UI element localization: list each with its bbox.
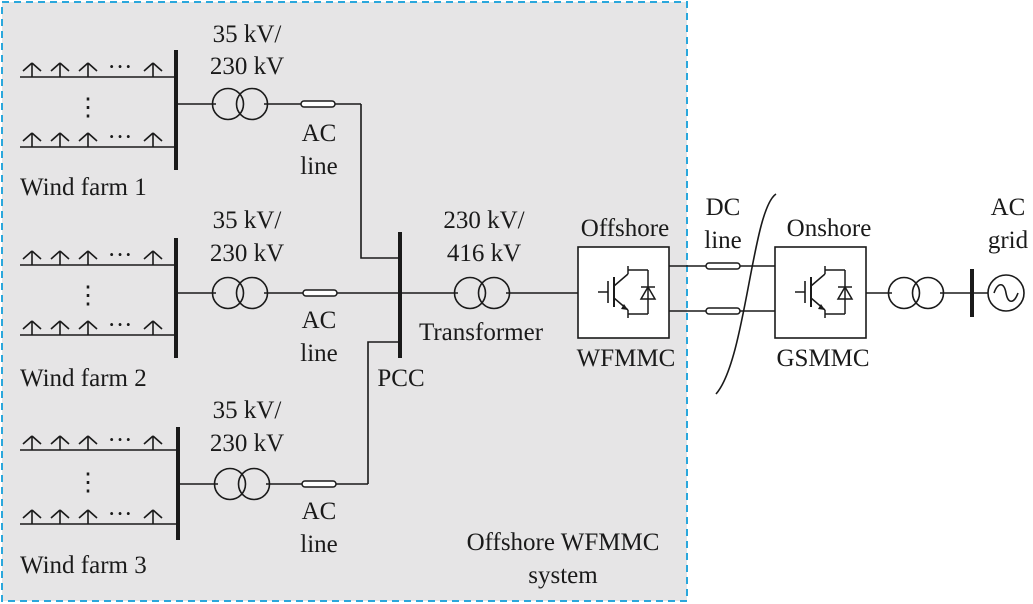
transformer-label-1: 35 kV/ <box>213 397 282 424</box>
onshore-converter-name: GSMMC <box>776 345 869 372</box>
ac-line-icon <box>300 100 336 108</box>
main-transformer: 230 kV/ 416 kV Transformer <box>400 207 578 346</box>
turbine-vertical-ellipsis: ⋮ <box>76 282 101 309</box>
turbine-row-lower: ··· <box>20 124 176 151</box>
offshore-top-label: Offshore <box>581 215 669 242</box>
offshore-converter-name: WFMMC <box>577 345 676 372</box>
transformer-icon <box>887 276 945 310</box>
ac-line-icon <box>301 480 337 488</box>
shore-boundary <box>715 193 777 395</box>
wind-farm-2: ··· ⋮ ··· 35 kV/ 230 kV AC line Wind far… <box>20 207 400 392</box>
ac-line-label-1: AC <box>302 498 337 525</box>
main-transformer-label-1: 230 kV/ <box>443 207 524 234</box>
onshore-top-label: Onshore <box>787 215 872 242</box>
ac-line-label-2: line <box>300 153 338 180</box>
turbine-row-upper: ··· <box>20 427 178 454</box>
ac-line-label-1: AC <box>302 307 337 334</box>
onshore-converter: Onshore GSMMC <box>774 215 872 372</box>
pcc-label: PCC <box>377 365 424 392</box>
turbine-row-lower: ··· <box>20 501 178 528</box>
turbine-vertical-ellipsis: ⋮ <box>76 469 101 496</box>
region-label-2: system <box>528 562 598 589</box>
turbine-row-lower: ··· <box>20 312 176 339</box>
transformer-label-2: 230 kV <box>210 240 284 267</box>
transformer-label-2: 230 kV <box>210 430 284 457</box>
transformer-label-1: 35 kV/ <box>213 207 282 234</box>
ac-line-label-2: line <box>300 531 338 558</box>
ac-grid-label-1: AC <box>991 194 1026 221</box>
dc-line: DC line <box>669 193 777 395</box>
pcc: PCC <box>360 104 425 484</box>
main-transformer-name: Transformer <box>419 319 544 346</box>
wind-farm-label: Wind farm 1 <box>20 174 147 201</box>
wind-farm-label: Wind farm 3 <box>20 552 147 579</box>
main-transformer-label-2: 416 kV <box>447 240 521 267</box>
dc-line-label-2: line <box>704 227 742 254</box>
wind-farm-1: ··· ⋮ ··· 35 kV/ 230 kV AC line Wind far… <box>20 21 361 201</box>
ac-line-icon <box>302 289 338 297</box>
dc-line-icon <box>705 307 741 315</box>
turbine-row-upper: ··· <box>20 242 176 269</box>
ac-grid-label-2: grid <box>988 227 1029 254</box>
wind-farm-3: ··· ⋮ ··· 35 kV/ 230 kV AC line Wind far… <box>20 397 368 579</box>
region-label-1: Offshore WFMMC <box>467 529 660 556</box>
transformer-label-2: 230 kV <box>210 53 284 80</box>
turbine-row-upper: ··· <box>20 54 176 81</box>
offshore-region <box>1 1 688 602</box>
offshore-converter: Offshore WFMMC <box>577 215 676 372</box>
ac-line-label-2: line <box>300 340 338 367</box>
wind-farm-label: Wind farm 2 <box>20 365 147 392</box>
ac-source-icon <box>987 274 1025 312</box>
turbine-vertical-ellipsis: ⋮ <box>76 94 101 121</box>
ac-line-label-1: AC <box>302 120 337 147</box>
dc-line-label-1: DC <box>706 194 741 221</box>
transformer-label-1: 35 kV/ <box>213 21 282 48</box>
dc-line-icon <box>705 262 741 270</box>
grid-side: AC grid <box>866 194 1029 317</box>
